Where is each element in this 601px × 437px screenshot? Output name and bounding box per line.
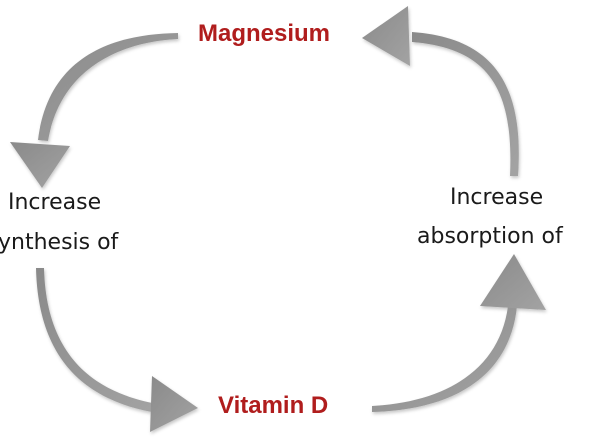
node-right-line1: Increase	[450, 185, 544, 210]
arrow-bottom-left-head	[150, 376, 198, 432]
arrow-top-left-body	[38, 33, 178, 141]
arrow-top-left-head	[10, 142, 70, 188]
arrow-bottom-right-body	[372, 306, 517, 412]
arrow-bottom-right	[372, 254, 546, 412]
node-left-line2: ynthesis of	[0, 230, 119, 255]
arrow-bottom-left-body	[36, 268, 158, 413]
node-right-line2: absorption of	[417, 224, 563, 249]
node-magnesium: Magnesium	[198, 20, 331, 47]
node-vitamin-d: Vitamin D	[218, 392, 329, 419]
arrow-top-right	[362, 6, 519, 176]
arrow-top-left	[10, 33, 178, 188]
node-left-line1: Increase	[8, 190, 102, 215]
arrow-top-right-body	[412, 32, 519, 176]
arrow-bottom-left	[36, 268, 198, 432]
arrow-bottom-right-head	[480, 254, 546, 310]
arrow-top-right-head	[362, 6, 410, 66]
